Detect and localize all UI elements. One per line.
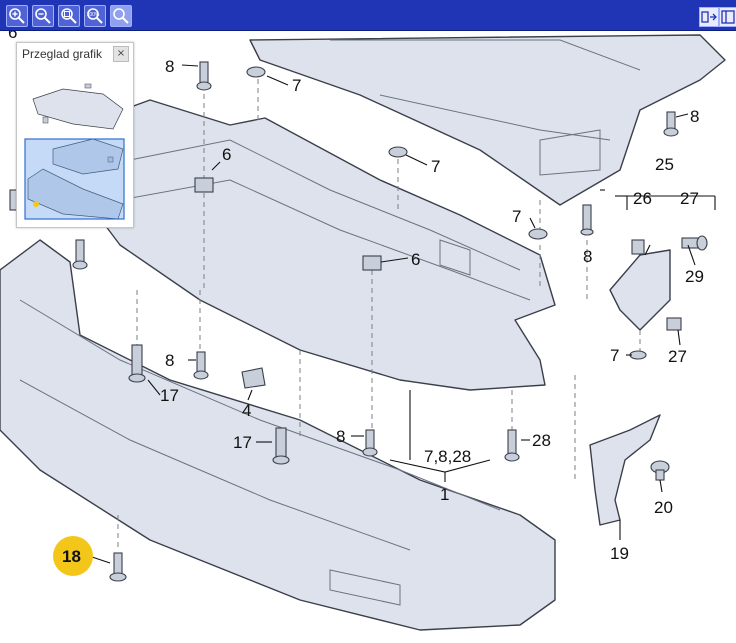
bolt-29: [681, 235, 708, 251]
engine-underbody-shield: [89, 99, 556, 391]
clip-6-b: [362, 255, 382, 271]
zoom-out-icon: [35, 8, 51, 24]
callout-4[interactable]: 4: [242, 401, 251, 420]
washer-7-right: [528, 228, 548, 240]
overview-title: Przeglad grafik: [22, 47, 103, 61]
callout-27[interactable]: 27: [668, 347, 687, 366]
zoom-out-button[interactable]: [32, 5, 54, 27]
highlight-marker: [33, 201, 39, 207]
callout-8[interactable]: 8: [583, 247, 592, 266]
zoom-100-icon: 100%: [87, 8, 103, 24]
washer-7-mid: [388, 146, 408, 158]
callout-19[interactable]: 19: [610, 544, 629, 563]
parts-diagram: 6 8 7 8 6 7 25 26 27 7 6 8 29 7 27 8 17 …: [0, 31, 726, 631]
callout-7[interactable]: 7: [292, 76, 301, 95]
callout-8[interactable]: 8: [336, 427, 345, 446]
highlight-badge: [53, 536, 93, 576]
bolt-17-a: [128, 344, 146, 383]
callout-7[interactable]: 7: [610, 346, 619, 365]
bolt-8-low: [362, 429, 378, 457]
side-bracket-upper: [609, 249, 671, 331]
viewport-indicator[interactable]: [24, 138, 125, 220]
callout-17[interactable]: 17: [160, 386, 179, 405]
callout-28[interactable]: 28: [532, 431, 551, 450]
callout-25[interactable]: 25: [655, 155, 674, 174]
bolt-8-upper-right: [663, 111, 679, 137]
bolt-8-right: [580, 204, 594, 236]
clip-4: [241, 367, 266, 389]
callout-20[interactable]: 20: [654, 498, 673, 517]
bolt-28: [504, 429, 520, 462]
zoom-100-button[interactable]: 100%: [84, 5, 106, 27]
upper-rear-cover: [249, 34, 726, 206]
callout-17[interactable]: 17: [233, 433, 252, 452]
callout-6[interactable]: 6: [8, 31, 17, 42]
callout-8[interactable]: 8: [690, 107, 699, 126]
close-button[interactable]: ×: [113, 46, 129, 62]
layout-icon: [721, 10, 735, 24]
bolt-17-b: [272, 427, 290, 465]
compare-view-button[interactable]: [699, 7, 719, 27]
zoom-fit-icon: [61, 8, 77, 24]
zoom-in-icon: [9, 8, 25, 24]
overview-thumbnail[interactable]: [23, 69, 127, 221]
layout-button[interactable]: [719, 7, 736, 27]
side-bracket-lower: [589, 414, 661, 526]
zoom-select-button[interactable]: [110, 5, 132, 27]
toolbar: 100%: [0, 0, 736, 31]
callout-29[interactable]: 29: [685, 267, 704, 286]
callout-1[interactable]: 1: [440, 485, 449, 504]
callout-7[interactable]: 7: [512, 207, 521, 226]
zoom-in-button[interactable]: [6, 5, 28, 27]
callout-6[interactable]: 6: [222, 145, 231, 164]
bolt-8-left: [72, 239, 88, 270]
zoom-100-label: 100%: [87, 12, 100, 18]
bolt-8-top: [196, 61, 212, 91]
graphic-overview-panel[interactable]: Przeglad grafik ×: [16, 42, 134, 228]
split-view-icon: [701, 11, 717, 23]
zoom-fit-button[interactable]: [58, 5, 80, 27]
plug-26: [631, 239, 645, 255]
callout-18[interactable]: 18: [62, 547, 81, 566]
callout-7-8-28[interactable]: 7,8,28: [424, 447, 471, 466]
clip-6-a: [194, 177, 214, 193]
callout-27[interactable]: 27: [680, 189, 699, 208]
callout-6[interactable]: 6: [411, 250, 420, 269]
bolt-8-mid: [193, 351, 209, 380]
washer-7-bracket: [629, 350, 647, 360]
clip-20: [650, 460, 670, 481]
washer-7-top: [246, 66, 266, 78]
callout-7[interactable]: 7: [431, 157, 440, 176]
callout-26[interactable]: 26: [633, 189, 652, 208]
bolt-18: [109, 552, 127, 582]
zoom-select-icon: [113, 8, 129, 24]
callout-8[interactable]: 8: [165, 351, 174, 370]
clip-27: [666, 317, 682, 331]
callout-8[interactable]: 8: [165, 57, 174, 76]
